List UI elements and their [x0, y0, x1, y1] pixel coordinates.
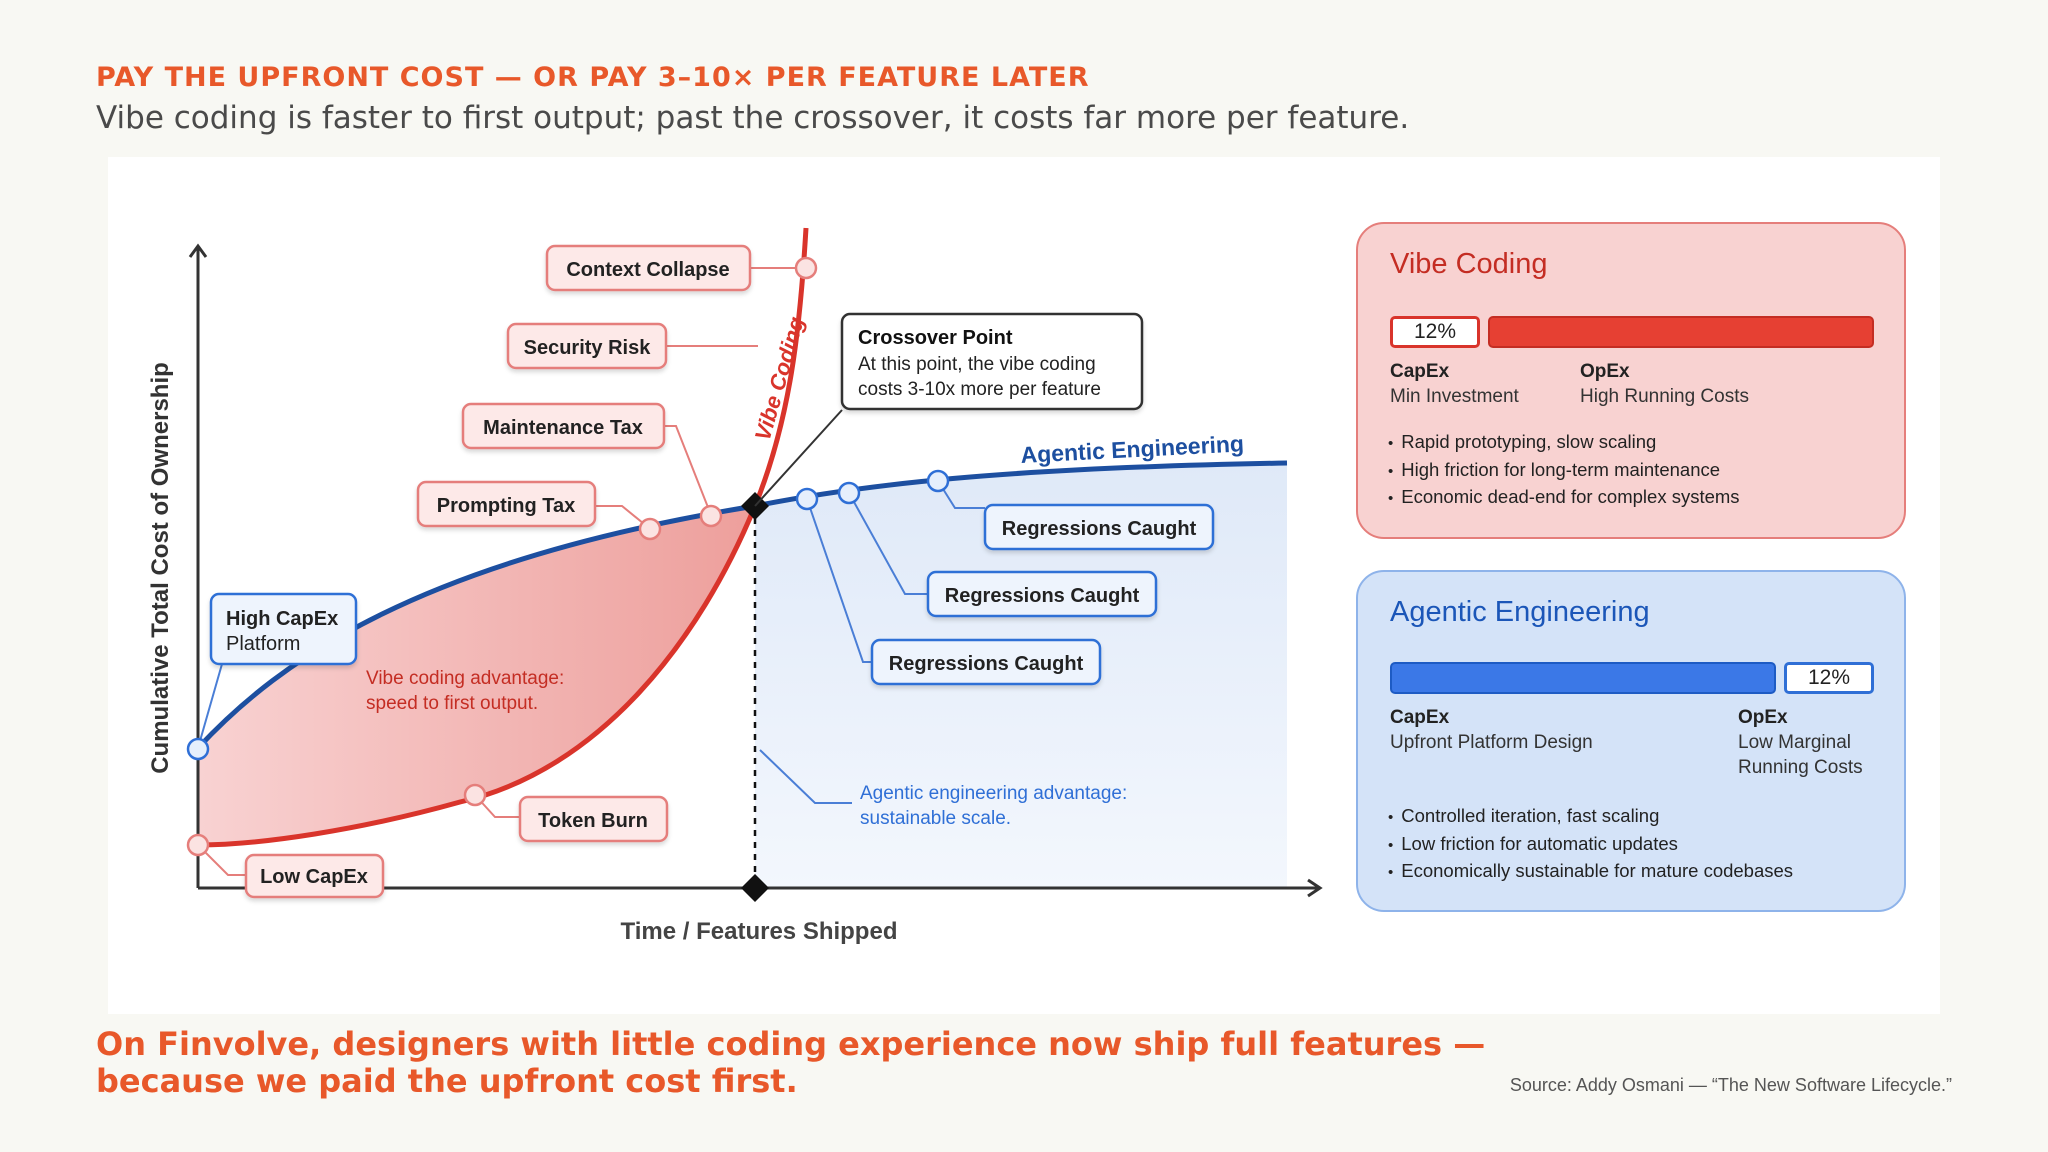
agentic-opex-label: OpEx Low Marginal Running Costs [1738, 707, 1863, 778]
y-axis-arrow [188, 243, 208, 258]
svg-text:Platform: Platform [226, 633, 300, 655]
callout-regressions-3: Regressions Caught [870, 638, 1102, 686]
milestone-regressions-a [795, 487, 819, 511]
vibe-curve [197, 227, 809, 848]
source-citation: Source: Addy Osmani — “The New Software … [1509, 1075, 1952, 1095]
list-item: Low friction for automatic updates [1401, 831, 1793, 859]
milestone-prompting-tax [638, 517, 662, 541]
leader-regressions-2 [848, 492, 928, 595]
crossover-axis-diamond [741, 874, 769, 902]
svg-text:Agentic engineering advantage:: Agentic engineering advantage: [860, 783, 1127, 804]
crossover-callout: Crossover Point At this point, the vibe … [840, 312, 1144, 411]
svg-text:Crossover Point: Crossover Point [858, 327, 1013, 349]
svg-text:costs 3-10x more per feature: costs 3-10x more per feature [858, 379, 1101, 400]
agentic-engineering-card: Agentic Engineering 12% CapEx Upfront Pl… [1356, 570, 1906, 912]
vibe-opex-label: OpEx High Running Costs [1580, 361, 1749, 407]
agentic-card-title: Agentic Engineering [1390, 596, 1650, 628]
agentic-capex-label: CapEx Upfront Platform Design [1390, 707, 1593, 753]
list-item: Rapid prototyping, slow scaling [1401, 429, 1740, 457]
headline-subtitle: Vibe coding is faster to first output; p… [96, 100, 1410, 136]
milestone-context-collapse [794, 256, 818, 280]
milestone-regressions-b [837, 481, 861, 505]
milestone-token-burn [463, 783, 487, 807]
agentic-capex-bar [1390, 662, 1776, 694]
milestone-low-capex [186, 833, 210, 857]
milestone-high-capex [186, 737, 210, 761]
milestone-maintenance-tax [699, 504, 723, 528]
list-item: Controlled iteration, fast scaling [1401, 803, 1793, 831]
svg-text:At this point, the vibe coding: At this point, the vibe coding [858, 354, 1096, 375]
callout-context-collapse: Context Collapse [545, 244, 752, 292]
leader-agentic-advantage [759, 749, 852, 804]
svg-text:Low CapEx: Low CapEx [260, 866, 368, 888]
leader-crossover [754, 409, 843, 507]
leader-regressions-3 [806, 498, 872, 663]
vibe-capex-label: CapEx Min Investment [1390, 361, 1519, 407]
headline-kicker: PAY THE UPFRONT COST — OR PAY 3–10× PER … [96, 62, 1090, 93]
callout-maintenance-tax: Maintenance Tax [461, 402, 666, 450]
svg-text:sustainable scale.: sustainable scale. [860, 808, 1011, 829]
leader-high-capex [197, 663, 223, 749]
svg-text:Regressions Caught: Regressions Caught [1002, 518, 1197, 540]
svg-text:Maintenance Tax: Maintenance Tax [483, 417, 643, 439]
agentic-bullet-list: Controlled iteration, fast scaling Low f… [1401, 803, 1793, 886]
callout-token-burn: Token Burn [518, 795, 669, 843]
svg-text:High CapEx: High CapEx [226, 608, 338, 630]
x-axis-label: Time / Features Shipped [621, 918, 898, 945]
list-item: Economically sustainable for mature code… [1401, 858, 1793, 886]
callout-high-capex: High CapEx Platform [209, 592, 358, 666]
vibe-capex-percent: 12% [1390, 316, 1480, 348]
callout-low-capex: Low CapEx [244, 853, 385, 899]
milestone-regressions-c [926, 469, 950, 493]
vibe-advantage-note: Vibe coding advantage: speed to first ou… [366, 668, 564, 714]
x-axis-arrow [1307, 878, 1323, 898]
agentic-opex-percent: 12% [1784, 662, 1874, 694]
vibe-advantage-area [198, 506, 755, 845]
vibe-bullet-list: Rapid prototyping, slow scaling High fri… [1401, 429, 1740, 512]
vibe-coding-card: Vibe Coding 12% CapEx Min Investment OpE… [1356, 222, 1906, 539]
list-item: Economic dead-end for complex systems [1401, 484, 1739, 512]
callout-prompting-tax: Prompting Tax [416, 480, 597, 528]
agentic-advantage-note: Agentic engineering advantage: sustainab… [860, 783, 1127, 829]
vibe-card-title: Vibe Coding [1390, 248, 1548, 280]
leader-low-capex [197, 844, 246, 876]
svg-text:speed to first output.: speed to first output. [366, 693, 538, 714]
svg-text:Token Burn: Token Burn [538, 810, 648, 832]
list-item: High friction for long-term maintenance [1401, 457, 1740, 485]
y-axis-label: Cumulative Total Cost of Ownership [147, 362, 174, 774]
svg-text:Context Collapse: Context Collapse [566, 259, 729, 281]
leader-maintenance-tax [664, 425, 712, 516]
vibe-opex-bar [1488, 316, 1874, 348]
footer-message: On Finvolve, designers with little codin… [96, 1025, 1486, 1100]
callout-security-risk: Security Risk [506, 322, 668, 370]
svg-text:Prompting Tax: Prompting Tax [437, 495, 576, 517]
svg-text:Regressions Caught: Regressions Caught [889, 653, 1084, 675]
callout-regressions-1: Regressions Caught [983, 503, 1215, 551]
svg-text:Security Risk: Security Risk [524, 337, 652, 359]
svg-text:Vibe coding advantage:: Vibe coding advantage: [366, 668, 564, 689]
svg-text:Regressions Caught: Regressions Caught [945, 585, 1140, 607]
callout-regressions-2: Regressions Caught [926, 570, 1158, 618]
leader-prompting-tax [595, 505, 650, 529]
